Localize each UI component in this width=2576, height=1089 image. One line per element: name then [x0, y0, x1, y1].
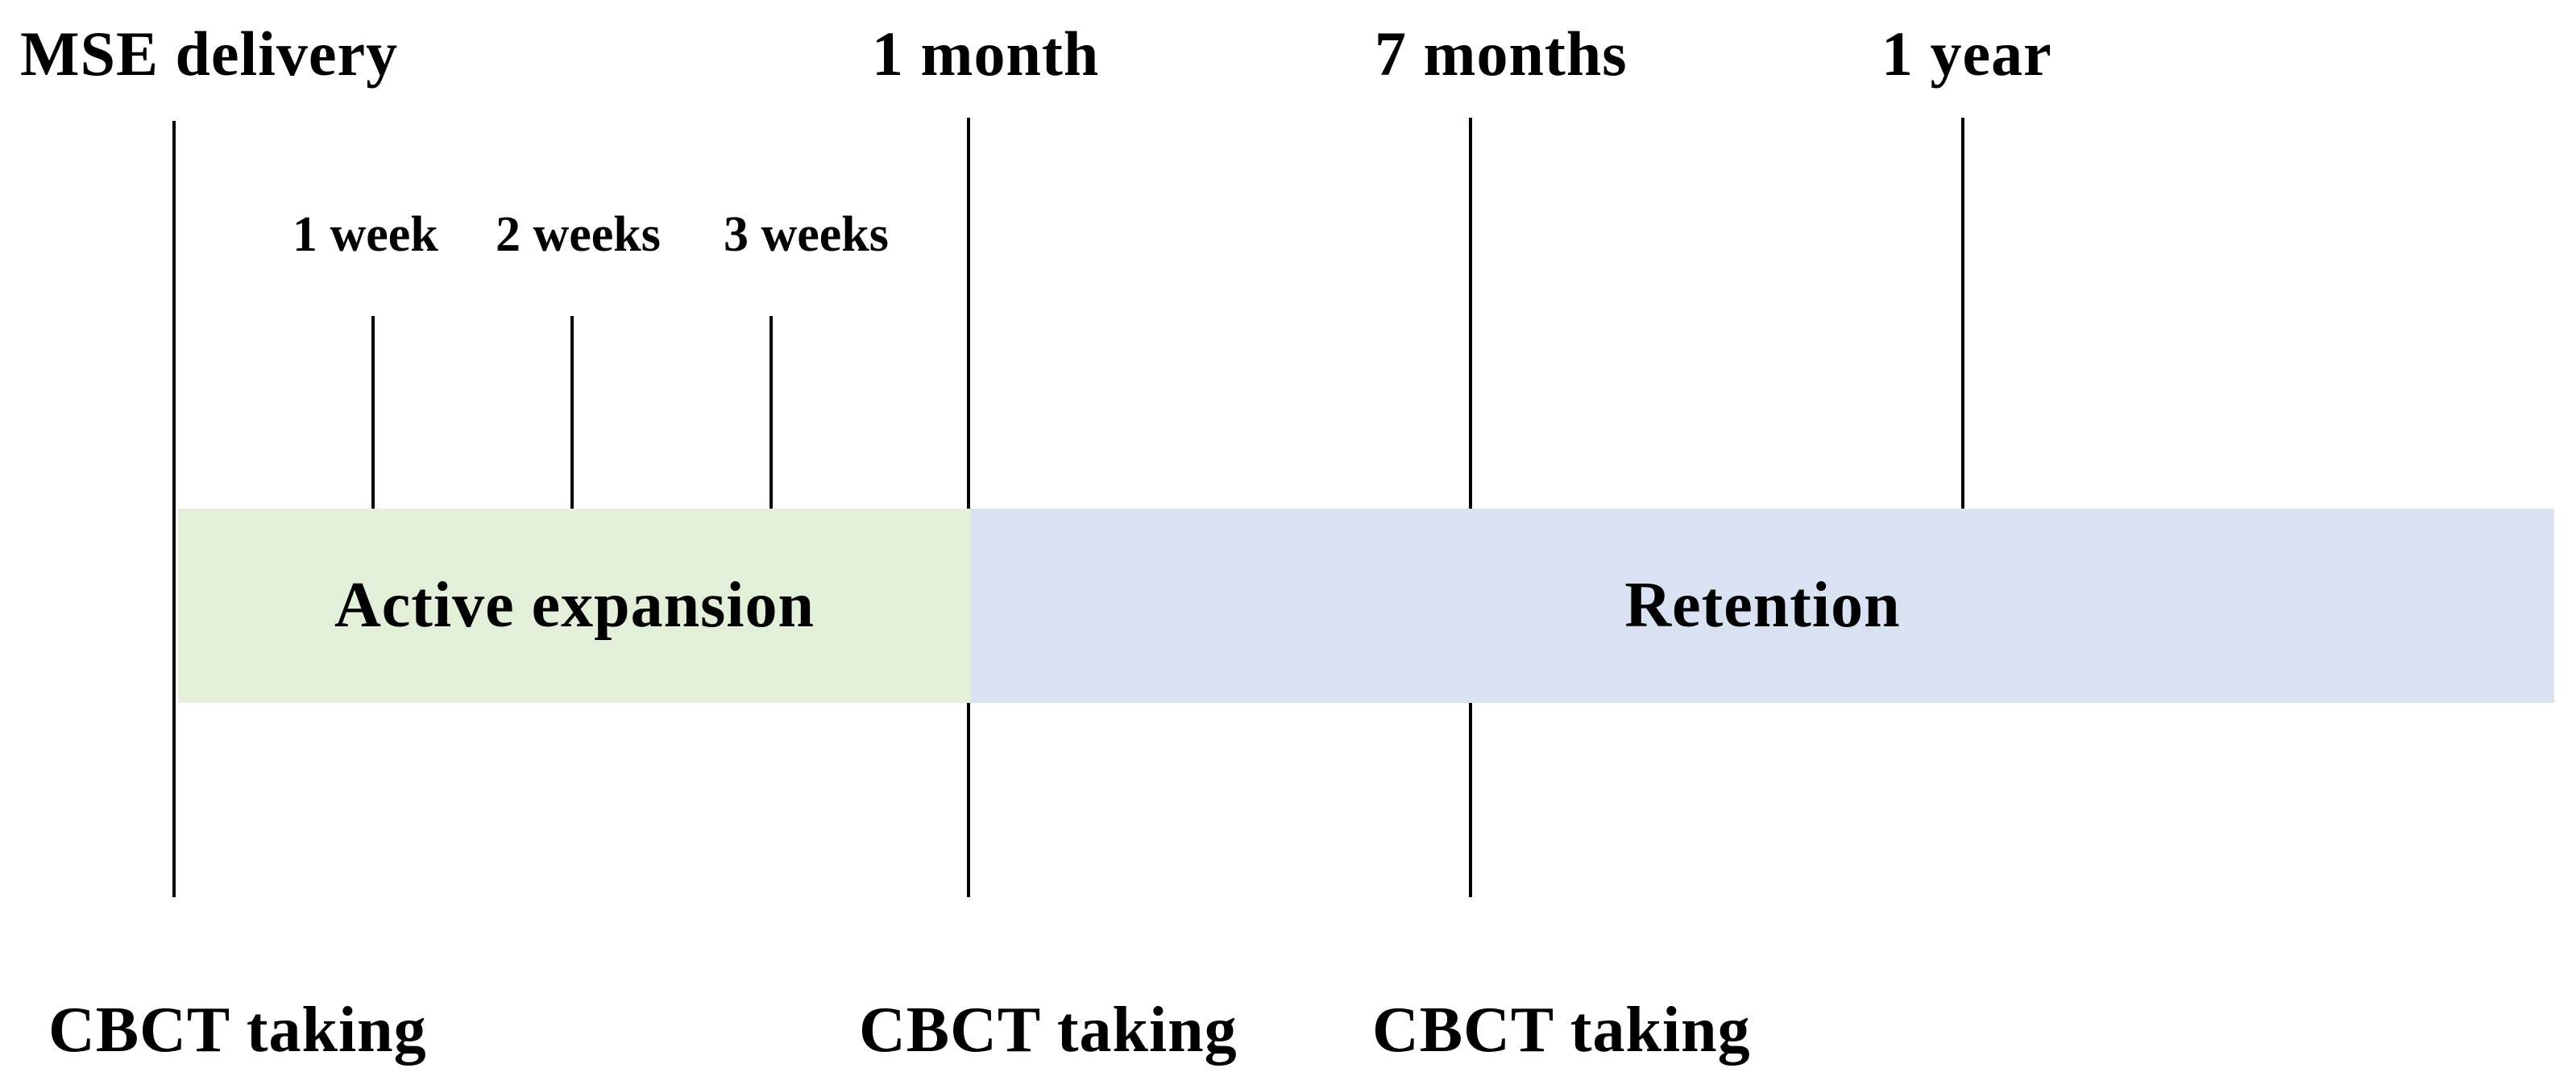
timeline-line-1-month — [967, 118, 970, 897]
timeline-line-7-months — [1469, 118, 1472, 897]
timeline-tick-2-weeks — [570, 316, 574, 509]
phase-label-retention: Retention — [1624, 570, 1901, 641]
milestone-label-7-months: 7 months — [1375, 19, 1628, 89]
milestone-label-1-month: 1 month — [872, 19, 1100, 89]
week-label-1-week: 1 week — [292, 207, 438, 262]
cbct-label-7-months: CBCT taking — [1372, 995, 1751, 1066]
cbct-label-1-month: CBCT taking — [859, 995, 1238, 1066]
milestone-label-mse-delivery: MSE delivery — [20, 19, 399, 89]
phase-bar-active-expansion: Active expansion — [178, 509, 971, 703]
timeline-line-mse-delivery — [172, 121, 176, 897]
timeline-line-1-year — [1961, 118, 1964, 509]
milestone-label-1-year: 1 year — [1881, 19, 2052, 89]
cbct-label-baseline: CBCT taking — [48, 995, 427, 1066]
phase-label-active-expansion: Active expansion — [334, 570, 815, 641]
phase-bar-retention: Retention — [971, 509, 2554, 703]
week-label-2-weeks: 2 weeks — [496, 207, 661, 262]
week-label-3-weeks: 3 weeks — [724, 207, 889, 262]
timeline-tick-1-week — [371, 316, 375, 509]
timeline-tick-3-weeks — [769, 316, 773, 509]
